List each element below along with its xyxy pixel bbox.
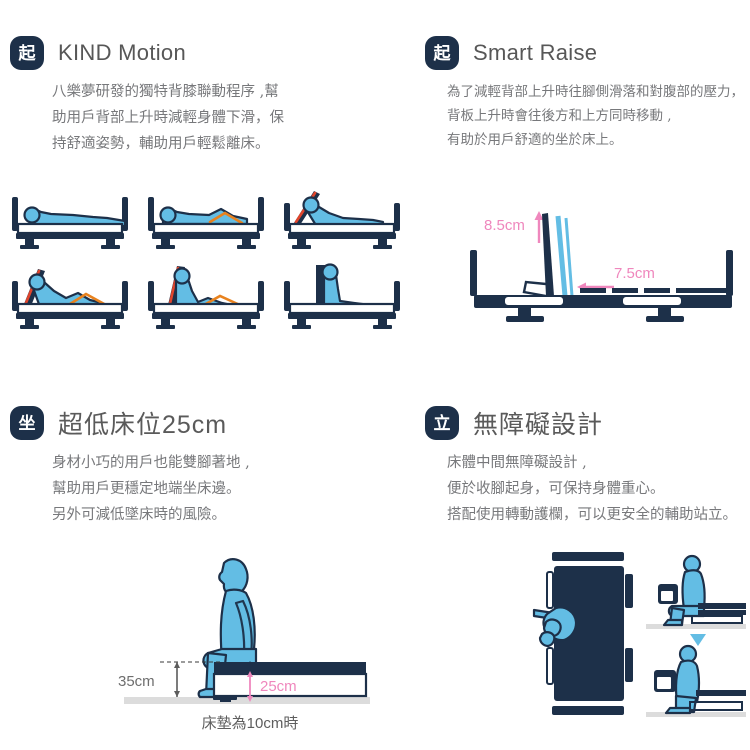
description-line: 持舒適姿勢，輔助用戶輕鬆離床。 xyxy=(52,135,270,152)
section-title: Smart Raise xyxy=(473,40,598,65)
section-description: 身材小巧的用戶也能雙腳著地 , 幫助用戶更穩定地端坐床邊。 另外可減低墜床時的風… xyxy=(10,451,400,528)
description-line: 另外可減低墜床時的風險。 xyxy=(52,506,226,523)
bed-knee-raised-illustration xyxy=(144,183,272,255)
section-ultra-low-bed: 坐 超低床位25cm 身材小巧的用戶也能雙腳著地 , 幫助用戶更穩定地端坐床邊。… xyxy=(10,405,400,528)
badge-icon-zuo: 坐 xyxy=(10,406,44,440)
bed-back-mid-knee-illustration xyxy=(8,263,136,335)
description-line: 床體中間無障礙設計 , xyxy=(447,455,587,471)
measure-label-vertical: 8.5cm xyxy=(484,217,525,234)
side-view-sitting xyxy=(646,554,746,646)
dimension-35cm: 35cm xyxy=(118,661,220,697)
section-description: 八樂夢研發的獨特背膝聯動程序 ,幫 助用戶背部上升時減輕身體下滑，保 持舒適姿勢… xyxy=(10,80,400,157)
badge-icon-li: 立 xyxy=(425,406,459,440)
section-title: 無障礙設計 xyxy=(473,411,604,439)
bed-back-high-knee-illustration xyxy=(144,263,272,335)
badge-icon-qi: 起 xyxy=(10,36,44,70)
backrest-ghost xyxy=(555,215,568,297)
backrest-current xyxy=(542,213,554,296)
horizontal-measure-7-5cm: 7.5cm xyxy=(577,265,655,292)
measure-label-horizontal: 7.5cm xyxy=(614,265,655,282)
bed-top-frame xyxy=(214,662,366,674)
bed-position-sequence xyxy=(8,183,408,338)
description-line: 助用戶背部上升時減輕身體下滑，保 xyxy=(52,109,284,126)
section-header: 起 KIND Motion xyxy=(10,36,400,70)
dimension-label-35cm: 35cm xyxy=(118,673,155,690)
barrier-free-illustration xyxy=(520,548,750,723)
description-line: 有助於用戶舒適的坐於床上。 xyxy=(447,132,623,149)
description-line: 為了減輕背部上升時往腳側滑落和對腹部的壓力， xyxy=(447,84,744,100)
section-kind-motion: 起 KIND Motion 八樂夢研發的獨特背膝聯動程序 ,幫 助用戶背部上升時… xyxy=(10,36,400,157)
description-line: 背板上升時會往後方和上方同時移動 , xyxy=(447,108,672,125)
badge-icon-qi: 起 xyxy=(425,36,459,70)
section-smart-raise: 起 Smart Raise 為了減輕背部上升時往腳側滑落和對腹部的壓力， 背板上… xyxy=(425,36,750,152)
low-bed-caption: 床墊為10cm時 xyxy=(201,715,299,732)
section-barrier-free: 立 無障礙設計 床體中間無障礙設計 , 便於收腳起身，可保持身體重心。 搭配使用… xyxy=(425,405,750,528)
description-line: 身材小巧的用戶也能雙腳著地 , xyxy=(52,455,250,471)
bed-top-view xyxy=(532,552,633,715)
section-title: KIND Motion xyxy=(58,40,187,65)
section-description: 床體中間無障礙設計 , 便於收腳起身，可保持身體重心。 搭配使用轉動護欄，可以更… xyxy=(425,451,750,528)
bed-flat-illustration xyxy=(8,183,136,255)
down-arrow-icon xyxy=(690,634,706,646)
description-line: 八樂夢研發的獨特背膝聯動程序 ,幫 xyxy=(52,84,279,100)
backrest-ghost-edge xyxy=(564,217,574,297)
dimension-25cm: 25cm xyxy=(247,671,297,702)
section-header: 立 無障礙設計 xyxy=(425,405,750,441)
description-line: 幫助用戶更穩定地端坐床邊。 xyxy=(52,480,241,497)
rotating-rail-hand xyxy=(532,606,578,648)
bed-frame-box xyxy=(212,672,368,698)
side-view-standing xyxy=(646,644,746,717)
ultra-low-bed-illustration: 35cm 25cm xyxy=(110,545,390,710)
bed-back-full-sit-illustration xyxy=(280,263,408,335)
section-header: 起 Smart Raise xyxy=(425,36,750,70)
vertical-measure-8-5cm: 8.5cm xyxy=(484,211,544,243)
section-description: 為了減輕背部上升時往腳側滑落和對腹部的壓力， 背板上升時會往後方和上方同時移動 … xyxy=(425,80,750,152)
section-title: 超低床位25cm xyxy=(58,411,228,439)
floor-line xyxy=(124,697,370,704)
bed-back-low-illustration xyxy=(280,183,408,255)
description-line: 便於收腳起身，可保持身體重心。 xyxy=(447,480,665,497)
section-header: 坐 超低床位25cm xyxy=(10,405,400,441)
description-line: 搭配使用轉動護欄，可以更安全的輔助站立。 xyxy=(447,506,737,523)
smart-raise-illustration: 8.5cm 7.5cm xyxy=(462,200,750,325)
dimension-label-25cm: 25cm xyxy=(260,678,297,695)
